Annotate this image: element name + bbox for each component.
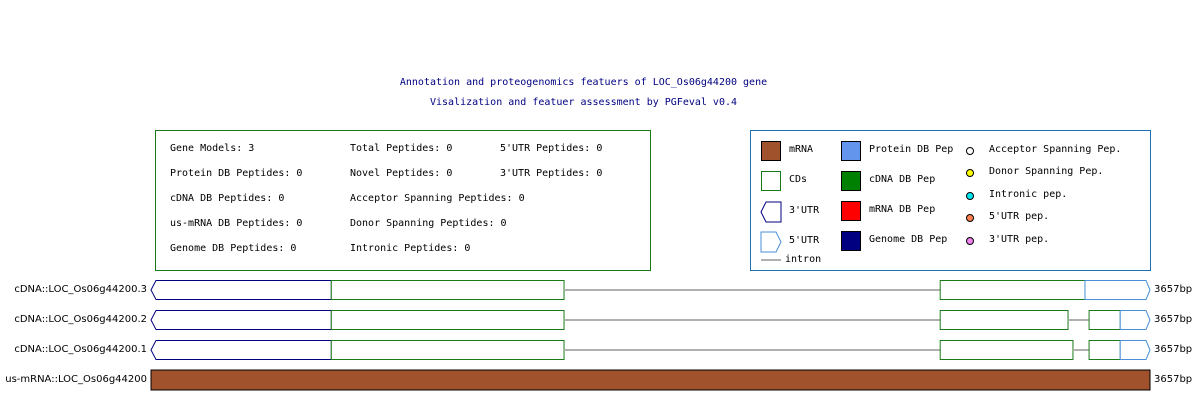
feature-cds-t2-3 xyxy=(939,340,1074,360)
feature-utr3-t0-0 xyxy=(150,280,332,300)
legend-dot-3utr xyxy=(966,237,974,245)
feature-cds-t0-3 xyxy=(939,280,1086,300)
legend-3utr-icon xyxy=(760,201,782,223)
legend-label-genome-db-pep: Genome DB Pep xyxy=(869,234,948,245)
legend-swatch-mrna-db-pep xyxy=(841,201,861,221)
stat-intronic: Intronic Peptides: 0 xyxy=(350,243,471,254)
stat-acceptor: Acceptor Spanning Peptides: 0 xyxy=(350,193,525,204)
stat-gene-models: Gene Models: 3 xyxy=(170,143,255,154)
feature-mrna-t3-0 xyxy=(150,369,1151,391)
track-label-us-mrna: us-mRNA::LOC_Os06g44200 xyxy=(5,374,147,385)
legend-label-donor-pep: Donor Spanning Pep. xyxy=(989,166,1104,177)
track-label-transcript-2: cDNA::LOC_Os06g44200.2 xyxy=(14,314,147,325)
feature-cds-t0-1 xyxy=(330,280,565,300)
legend-swatch-mrna xyxy=(761,141,781,161)
feature-utr5-t2-6 xyxy=(1119,340,1151,360)
feature-utr5-t1-6 xyxy=(1119,310,1151,330)
legend-dot-acceptor xyxy=(966,147,974,155)
legend-swatch-cdna-db-pep xyxy=(841,171,861,191)
track-end-label-3: 3657bp xyxy=(1154,284,1193,295)
figure-title: Annotation and proteogenomics featuers o… xyxy=(399,77,768,88)
legend-dot-intronic xyxy=(966,192,974,200)
legend-label-protein-db-pep: Protein DB Pep xyxy=(869,144,954,155)
stat-total: Total Peptides: 0 xyxy=(350,143,453,154)
stat-novel: Novel Peptides: 0 xyxy=(350,168,453,179)
legend-swatch-genome-db-pep xyxy=(841,231,861,251)
stat-us-mrna-db: us-mRNA DB Peptides: 0 xyxy=(170,218,303,229)
legend-label-intronic-pep: Intronic pep. xyxy=(989,189,1068,200)
feature-cds-t2-1 xyxy=(330,340,565,360)
legend-label-5utr: 5'UTR xyxy=(789,235,820,246)
track-end-label-mrna: 3657bp xyxy=(1154,374,1193,385)
legend-intron-line xyxy=(761,259,781,261)
figure-subtitle: Visalization and featuer assessment by P… xyxy=(429,97,738,108)
legend-label-intron: intron xyxy=(785,254,822,265)
stat-3utr: 3'UTR Peptides: 0 xyxy=(500,168,603,179)
stat-5utr: 5'UTR Peptides: 0 xyxy=(500,143,603,154)
stat-donor: Donor Spanning Peptides: 0 xyxy=(350,218,507,229)
legend-dot-5utr xyxy=(966,214,974,222)
legend-label-3utr-pep: 3'UTR pep. xyxy=(989,234,1050,245)
feature-utr5-t0-4 xyxy=(1084,280,1151,300)
feature-cds-t2-5 xyxy=(1088,340,1121,360)
legend-label-mrna: mRNA xyxy=(789,144,814,155)
legend-swatch-protein-db-pep xyxy=(841,141,861,161)
stat-protein-db: Protein DB Peptides: 0 xyxy=(170,168,303,179)
legend-panel: mRNA CDs 3'UTR 5'UTR intron Protein DB P… xyxy=(750,130,1151,271)
track-end-label-2: 3657bp xyxy=(1154,314,1193,325)
legend-dot-donor xyxy=(966,169,974,177)
feature-cds-t1-1 xyxy=(330,310,565,330)
feature-utr3-t1-0 xyxy=(150,310,332,330)
feature-utr3-t2-0 xyxy=(150,340,332,360)
legend-swatch-cds xyxy=(761,171,781,191)
legend-label-acceptor-pep: Acceptor Spanning Pep. xyxy=(989,144,1122,155)
feature-cds-t1-3 xyxy=(939,310,1069,330)
track-label-transcript-3: cDNA::LOC_Os06g44200.3 xyxy=(14,284,147,295)
stats-panel: Gene Models: 3 Protein DB Peptides: 0 cD… xyxy=(155,130,651,271)
stat-genome-db: Genome DB Peptides: 0 xyxy=(170,243,297,254)
feature-cds-t1-5 xyxy=(1088,310,1121,330)
legend-label-5utr-pep: 5'UTR pep. xyxy=(989,211,1050,222)
legend-label-cds: CDs xyxy=(789,174,808,185)
legend-label-3utr: 3'UTR xyxy=(789,205,820,216)
legend-5utr-icon xyxy=(760,231,782,253)
stat-cdna-db: cDNA DB Peptides: 0 xyxy=(170,193,285,204)
legend-label-cdna-db-pep: cDNA DB Pep xyxy=(869,174,936,185)
track-end-label-1: 3657bp xyxy=(1154,344,1193,355)
track-label-transcript-1: cDNA::LOC_Os06g44200.1 xyxy=(14,344,147,355)
legend-label-mrna-db-pep: mRNA DB Pep xyxy=(869,204,936,215)
